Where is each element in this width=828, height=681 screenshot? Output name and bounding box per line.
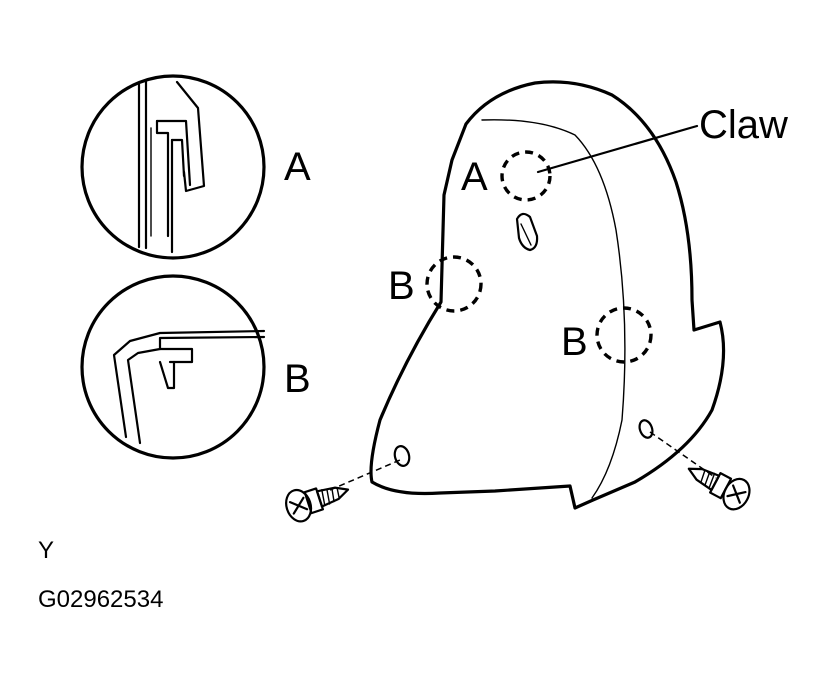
callout-a-label: A <box>461 155 488 199</box>
cover-slot <box>515 212 539 252</box>
claw-location-b-right <box>595 306 653 364</box>
view-label: Y <box>38 537 54 564</box>
detail-b-border <box>80 274 266 460</box>
left-screw-hole <box>393 445 411 467</box>
cover-inner-edge <box>481 119 626 499</box>
detail-a-label: A <box>284 145 311 189</box>
detail-b-claw-section <box>112 329 266 445</box>
claw-label: Claw <box>699 103 788 147</box>
right-screw-icon <box>687 467 751 511</box>
right-screw-hole <box>638 419 654 439</box>
detail-b-label: B <box>284 357 311 401</box>
cover-outline <box>369 80 726 510</box>
callout-b-left-label: B <box>388 264 415 308</box>
detail-a-border <box>80 74 266 260</box>
detail-circle-b <box>80 274 266 460</box>
claw-leader-line <box>536 124 699 174</box>
left-screw-icon <box>285 486 350 523</box>
claw-location-a <box>500 150 552 202</box>
detail-a-claw-section <box>137 80 206 254</box>
callout-b-right-label: B <box>561 320 588 364</box>
figure-id: G02962534 <box>38 586 163 613</box>
detail-circle-a <box>80 74 266 260</box>
cover-panel <box>369 80 726 510</box>
right-screw-guide <box>649 431 717 479</box>
left-screw-guide <box>329 459 401 491</box>
claw-location-b-left <box>425 255 483 313</box>
